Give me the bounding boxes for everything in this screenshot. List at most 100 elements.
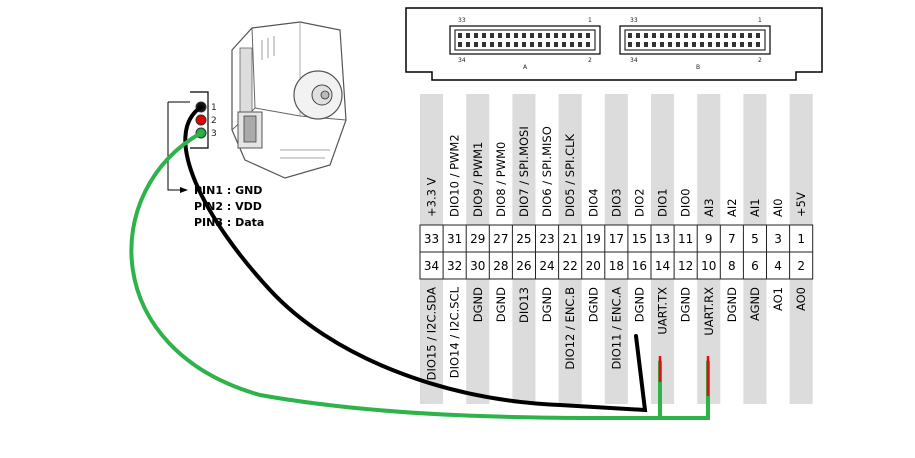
header-pin bbox=[676, 42, 680, 47]
header-pin bbox=[530, 33, 534, 38]
header-pin bbox=[700, 33, 704, 38]
header-pin bbox=[562, 33, 566, 38]
top-pin-label: AI0 bbox=[771, 198, 785, 217]
header-pin bbox=[546, 42, 550, 47]
pin-number-even: 22 bbox=[563, 259, 578, 273]
pin-number-even: 26 bbox=[516, 259, 531, 273]
header-pin bbox=[474, 33, 478, 38]
top-pin-label: +3.3 V bbox=[425, 177, 439, 217]
header-pin bbox=[538, 42, 542, 47]
pin-number-odd: 33 bbox=[424, 232, 439, 246]
top-pin-label: DIO9 / PWM1 bbox=[471, 142, 485, 217]
header-pin bbox=[692, 33, 696, 38]
header-pin bbox=[514, 33, 518, 38]
header-pin bbox=[716, 42, 720, 47]
header-pin bbox=[660, 33, 664, 38]
connector-b-pin-2: 2 bbox=[758, 57, 762, 64]
header-pin bbox=[716, 33, 720, 38]
top-pin-label: DIO5 / SPI.CLK bbox=[563, 133, 577, 217]
header-pin bbox=[740, 33, 744, 38]
header-pin bbox=[644, 33, 648, 38]
header-pin bbox=[756, 42, 760, 47]
pin-number-odd: 19 bbox=[586, 232, 601, 246]
top-pin-label: DIO2 bbox=[632, 188, 646, 217]
pin-number-even: 16 bbox=[632, 259, 647, 273]
top-pin-label: AI1 bbox=[748, 198, 762, 217]
header-pin bbox=[466, 42, 470, 47]
bottom-pin-label: DIO15 / I2C.SDA bbox=[425, 287, 439, 380]
connector-a-letter: A bbox=[523, 64, 528, 71]
header-pin bbox=[740, 42, 744, 47]
pin-number-even: 10 bbox=[701, 259, 716, 273]
connector-a: 33 1 34 2 A bbox=[449, 17, 601, 71]
pin-number-even: 6 bbox=[751, 259, 759, 273]
header-pin bbox=[546, 33, 550, 38]
header-pin bbox=[522, 33, 526, 38]
top-pin-label: DIO8 / PWM0 bbox=[494, 142, 508, 217]
pin2-number: 2 bbox=[211, 116, 217, 126]
pin2-hole bbox=[195, 114, 207, 126]
wires bbox=[129, 105, 710, 421]
header-pin bbox=[708, 33, 712, 38]
bottom-pin-label: DGND bbox=[632, 287, 646, 322]
header-pin bbox=[458, 33, 462, 38]
header-pin bbox=[562, 42, 566, 47]
top-pin-label: DIO10 / PWM2 bbox=[448, 134, 462, 217]
header-pin bbox=[668, 42, 672, 47]
bottom-pin-label: DGND bbox=[471, 287, 485, 322]
header-pin bbox=[458, 42, 462, 47]
pin3-number: 3 bbox=[211, 129, 217, 139]
bottom-pin-label: DIO12 / ENC.B bbox=[563, 287, 577, 370]
header-pin bbox=[636, 42, 640, 47]
header-pin bbox=[474, 42, 478, 47]
top-pin-label: DIO7 / SPI.MOSI bbox=[517, 126, 531, 217]
pin-number-odd: 23 bbox=[539, 232, 554, 246]
pin-number-even: 14 bbox=[655, 259, 670, 273]
header-pin bbox=[692, 42, 696, 47]
header-pin bbox=[514, 42, 518, 47]
header-pin bbox=[724, 42, 728, 47]
bottom-pin-label: DGND bbox=[725, 287, 739, 322]
header-pin bbox=[466, 33, 470, 38]
header-pin bbox=[676, 33, 680, 38]
top-pin-label: AI2 bbox=[725, 198, 739, 217]
pin-number-odd: 7 bbox=[728, 232, 736, 246]
header-pin bbox=[586, 33, 590, 38]
header-pin bbox=[684, 42, 688, 47]
pin-number-grid: 3334313229302728252623242122192017181516… bbox=[419, 224, 814, 280]
connector-b-pin-34: 34 bbox=[630, 57, 638, 64]
header-pin bbox=[652, 42, 656, 47]
bottom-pin-label: DIO13 bbox=[517, 287, 531, 323]
pin-number-even: 4 bbox=[774, 259, 782, 273]
header-pin bbox=[538, 33, 542, 38]
pin-number-odd: 11 bbox=[678, 232, 693, 246]
pin-number-odd: 25 bbox=[516, 232, 531, 246]
pin-number-odd: 15 bbox=[632, 232, 647, 246]
header-pin bbox=[570, 42, 574, 47]
header-pin bbox=[644, 42, 648, 47]
gnd-wire bbox=[183, 105, 648, 413]
bottom-pin-label: DIO14 / I2C.SCL bbox=[448, 286, 462, 378]
top-pin-label: DIO1 bbox=[656, 188, 670, 217]
pin-number-odd: 3 bbox=[774, 232, 782, 246]
bottom-pin-label: DGND bbox=[540, 287, 554, 322]
top-pin-label: DIO3 bbox=[609, 188, 623, 217]
pin-number-even: 2 bbox=[797, 259, 805, 273]
header-pin bbox=[668, 33, 672, 38]
pin-number-odd: 5 bbox=[751, 232, 759, 246]
connector-a-pin-34: 34 bbox=[458, 57, 466, 64]
header-pin bbox=[628, 42, 632, 47]
bottom-pin-label: AO1 bbox=[771, 287, 785, 311]
pin-number-even: 8 bbox=[728, 259, 736, 273]
pin-number-odd: 27 bbox=[493, 232, 508, 246]
header-connector-body: 33 1 34 2 A 33 1 34 2 B bbox=[405, 7, 823, 81]
connector-b-pin-1: 1 bbox=[758, 17, 762, 24]
pin-number-even: 34 bbox=[424, 259, 439, 273]
bottom-pin-label: DGND bbox=[494, 287, 508, 322]
pin-number-odd: 29 bbox=[470, 232, 485, 246]
header-pin bbox=[748, 33, 752, 38]
header-pin bbox=[628, 33, 632, 38]
header-pin bbox=[554, 33, 558, 38]
bottom-pin-label: AO0 bbox=[794, 287, 808, 311]
